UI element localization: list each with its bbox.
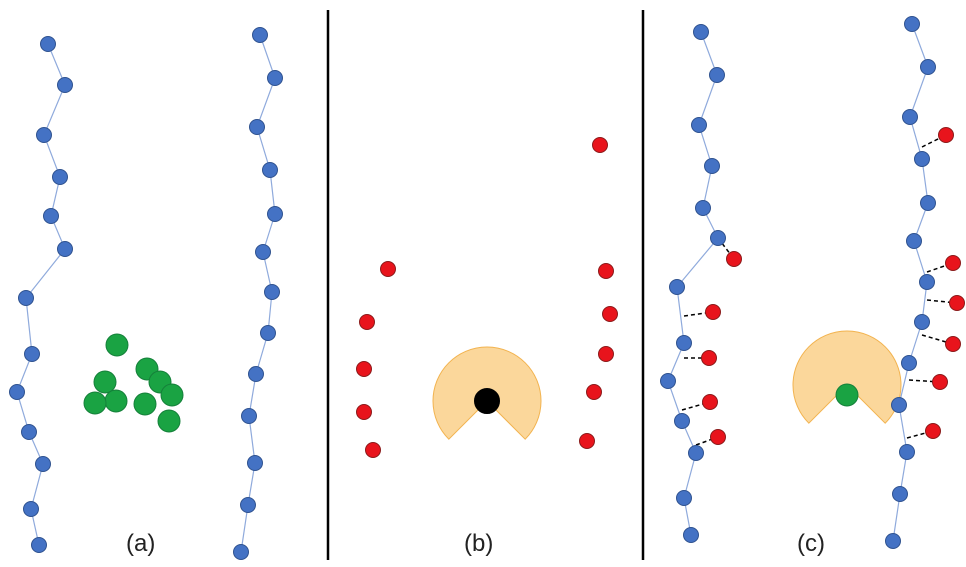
chain-bead [24,346,40,362]
chain-bead [57,77,73,93]
chain-bead [267,206,283,222]
panel-label-b: (b) [464,530,493,557]
red-site [945,255,961,271]
bond-dash [926,299,958,304]
chain-bead [262,162,278,178]
chain-bead [914,314,930,330]
chain-bead [40,36,56,52]
red-site [945,336,961,352]
red-site [932,374,948,390]
chain-bead [249,119,265,135]
red-site [710,429,726,445]
chain-bead [660,373,676,389]
chain-bead [31,537,47,553]
chain-bead [255,244,271,260]
red-site [949,295,965,311]
red-site [701,350,717,366]
chain-bead [260,325,276,341]
chain-bead [914,151,930,167]
chain-bead [676,490,692,506]
chain-bead [247,455,263,471]
red-site [365,442,381,458]
chain-bead [709,67,725,83]
chain-bead [233,544,249,560]
green-particle [133,392,157,416]
chain-bead [901,355,917,371]
chain-lines-layer [16,23,929,553]
panel-label-c: (c) [797,530,825,557]
red-site [602,306,618,322]
green-center-particle [835,383,859,407]
chain-bead [906,233,922,249]
panel-label-a: (a) [126,530,155,557]
red-site [579,433,595,449]
chain-bead [9,384,25,400]
chain-bead [891,397,907,413]
red-site [356,361,372,377]
chain-bead [52,169,68,185]
chain-bead [43,208,59,224]
bond-dash [908,379,941,383]
chain-bead [892,486,908,502]
chain-bead [710,230,726,246]
chain-bead [885,533,901,549]
chain-bead [920,59,936,75]
red-site [592,137,608,153]
green-particle [157,409,181,433]
chain-bead [36,127,52,143]
red-site [359,314,375,330]
chain-bead [919,274,935,290]
green-particle [105,333,129,357]
green-particle [160,383,184,407]
chain-bead [676,335,692,351]
attraction-sector-c [792,330,902,424]
chain-bead [695,200,711,216]
red-site [705,304,721,320]
red-site [726,251,742,267]
beads-layer [9,16,965,560]
chain-bead [267,70,283,86]
chain-bead [693,24,709,40]
chain-bead [18,290,34,306]
red-site [925,423,941,439]
chain-bead [704,158,720,174]
chain-bead [902,109,918,125]
chain-bead [683,527,699,543]
chain-bead [920,195,936,211]
red-site [586,384,602,400]
green-particle [93,370,117,394]
chain-bead [904,16,920,32]
chain-bead [691,117,707,133]
bond-dash [921,334,954,345]
green-particle [83,391,107,415]
bond-dash [695,436,719,446]
chain-bead [35,456,51,472]
green-particle [104,389,128,413]
red-site [702,394,718,410]
red-site [380,261,396,277]
red-site [356,404,372,420]
chain-bead [23,501,39,517]
chain-bead [241,408,257,424]
chain-bead [669,279,685,295]
chain-bead [240,497,256,513]
red-site [598,346,614,362]
red-site [598,263,614,279]
red-site [938,127,954,143]
chain-bead [57,241,73,257]
chain-bead [252,27,268,43]
chain-bead [899,444,915,460]
chain-bead [248,366,264,382]
black-center-particle [474,388,500,414]
chain-bead [21,424,37,440]
chain-bead [264,284,280,300]
chain-bead [674,413,690,429]
chain-bead [688,445,704,461]
